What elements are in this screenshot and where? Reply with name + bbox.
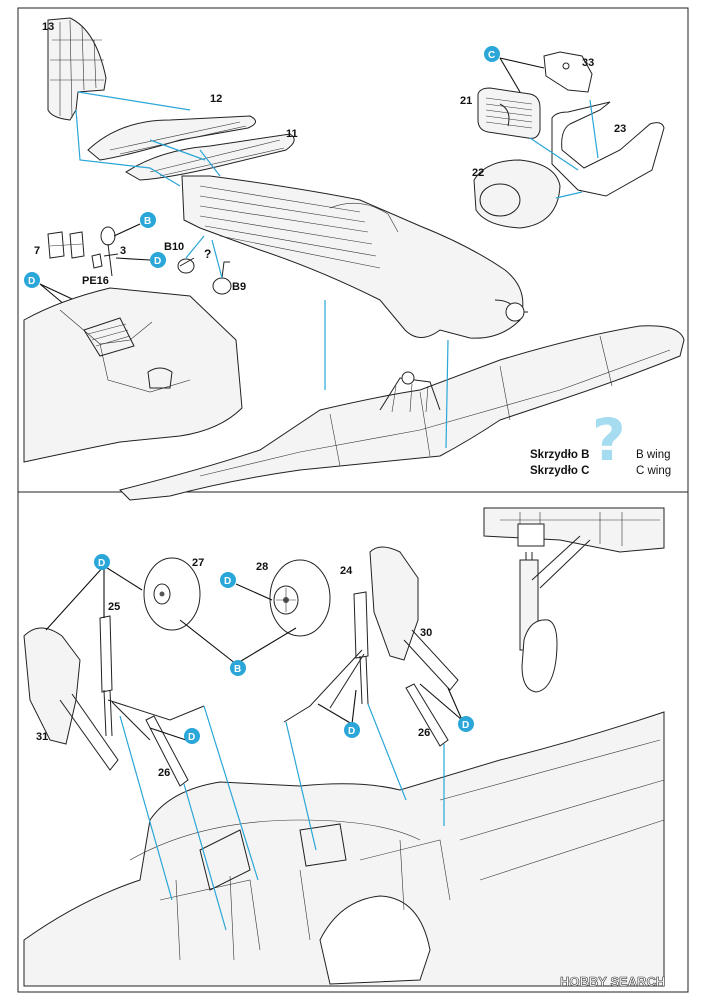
label-22: 22	[472, 167, 484, 179]
tailplane-part-12	[87, 115, 256, 161]
control-column-part-7	[47, 231, 85, 259]
label-31: 31	[36, 731, 48, 743]
wheel-part-27	[143, 557, 201, 631]
leader-d-lower-26	[149, 727, 187, 741]
photo-etch-part-pe16	[91, 253, 103, 269]
label-33: 33	[582, 57, 594, 69]
leader-c	[499, 57, 545, 93]
legend-wing-b-polish: Skrzydło B	[530, 449, 589, 461]
arrow-b9	[211, 239, 223, 279]
leader-d-wheel28	[235, 583, 273, 601]
callout-b-lower: B	[234, 664, 241, 675]
diagram-frame	[17, 7, 689, 993]
callout-d-lower-mid-circle	[344, 722, 360, 738]
callout-c: C	[488, 50, 495, 61]
callout-d-wheel28-circle	[220, 572, 236, 588]
callout-c-circle	[484, 46, 500, 62]
cockpit-floor-detail	[23, 287, 243, 463]
callout-d-wheel28: D	[224, 576, 231, 587]
callout-d-lower-mid: D	[348, 726, 355, 737]
retraction-strut-part-26-left	[145, 715, 189, 787]
callout-d-lower-26-circle	[184, 728, 200, 744]
leader-d-lower-mid	[317, 689, 357, 725]
label-13: 13	[42, 21, 54, 33]
label-11: 11	[286, 128, 298, 140]
label-pe16: PE16	[82, 275, 109, 287]
legend-question-mark: ?	[592, 406, 626, 474]
callout-d-top-right: D	[154, 256, 161, 267]
main-wing-upper	[119, 325, 685, 501]
leader-d-lower-right	[419, 683, 463, 721]
label-28: 28	[256, 561, 268, 573]
part-b10	[177, 257, 195, 274]
landing-gear-inset	[483, 507, 665, 693]
callout-d-lower-right-circle	[458, 716, 474, 732]
legend-wing-c-english: C wing	[636, 465, 671, 477]
callout-d-top-left-circle	[24, 272, 40, 288]
radiator-flap-part-33	[543, 51, 593, 93]
arrow-fuselage-to-wing-right	[445, 339, 449, 449]
gear-leg-part-25	[99, 615, 205, 741]
label-24: 24	[340, 565, 353, 577]
fin-rudder-part-13	[47, 17, 107, 121]
label-unknown: ?	[204, 247, 211, 261]
arrow-strut-right	[285, 721, 317, 851]
arrow-tail-to-fuselage	[149, 139, 221, 177]
leader-b-top	[113, 223, 141, 237]
callout-b-top: B	[144, 216, 151, 227]
gear-leg-part-24	[283, 591, 369, 723]
label-26-left: 26	[158, 767, 170, 779]
wheel-part-28	[269, 559, 331, 637]
fuselage	[181, 175, 528, 339]
leader-d-top-right	[115, 257, 151, 261]
label-7: 7	[34, 245, 40, 257]
label-b10: B10	[164, 241, 184, 253]
label-b9: B9	[232, 281, 246, 293]
arrow-b10	[185, 235, 205, 259]
leader-d-lower-left	[45, 565, 143, 631]
label-23: 23	[614, 123, 626, 135]
callout-b-top-circle	[140, 212, 156, 228]
gear-door-part-30	[369, 546, 459, 691]
radiator-fairing-part-22	[473, 159, 561, 229]
gear-door-part-31	[23, 627, 119, 771]
callout-d-top-left: D	[28, 276, 35, 287]
arrow-radiator	[529, 99, 599, 199]
callout-d-lower-26: D	[188, 732, 195, 743]
airframe-underside	[23, 711, 665, 987]
retraction-strut-part-26-right	[405, 683, 449, 747]
tailplane-part-11	[125, 133, 295, 181]
watermark: HOBBY SEARCH	[560, 974, 665, 989]
arrow-leg-24	[367, 703, 407, 801]
arrow-fin-to-fuselage	[75, 91, 191, 187]
callout-d-lower-left: D	[98, 558, 105, 569]
label-3: 3	[120, 245, 126, 257]
arrow-leg-25	[203, 705, 259, 881]
label-30: 30	[420, 627, 432, 639]
callout-d-top-right-circle	[150, 252, 166, 268]
arrow-strut-left	[119, 715, 173, 901]
callout-d-lower-right: D	[462, 720, 469, 731]
radiator-housing-part-23	[551, 101, 665, 197]
legend-wing-b-english: B wing	[636, 449, 671, 461]
label-27: 27	[192, 557, 204, 569]
callout-b-lower-circle	[230, 660, 246, 676]
legend-wing-c-polish: Skrzydło C	[530, 465, 589, 477]
control-stick-part-3	[100, 226, 119, 277]
arrow-strut-26-left	[183, 783, 227, 931]
label-26-right: 26	[418, 727, 430, 739]
callout-d-lower-left-circle	[94, 554, 110, 570]
label-12: 12	[210, 93, 222, 105]
radiator-part-21	[477, 87, 541, 139]
label-25: 25	[108, 601, 120, 613]
label-21: 21	[460, 95, 472, 107]
leader-b-lower	[179, 619, 297, 665]
